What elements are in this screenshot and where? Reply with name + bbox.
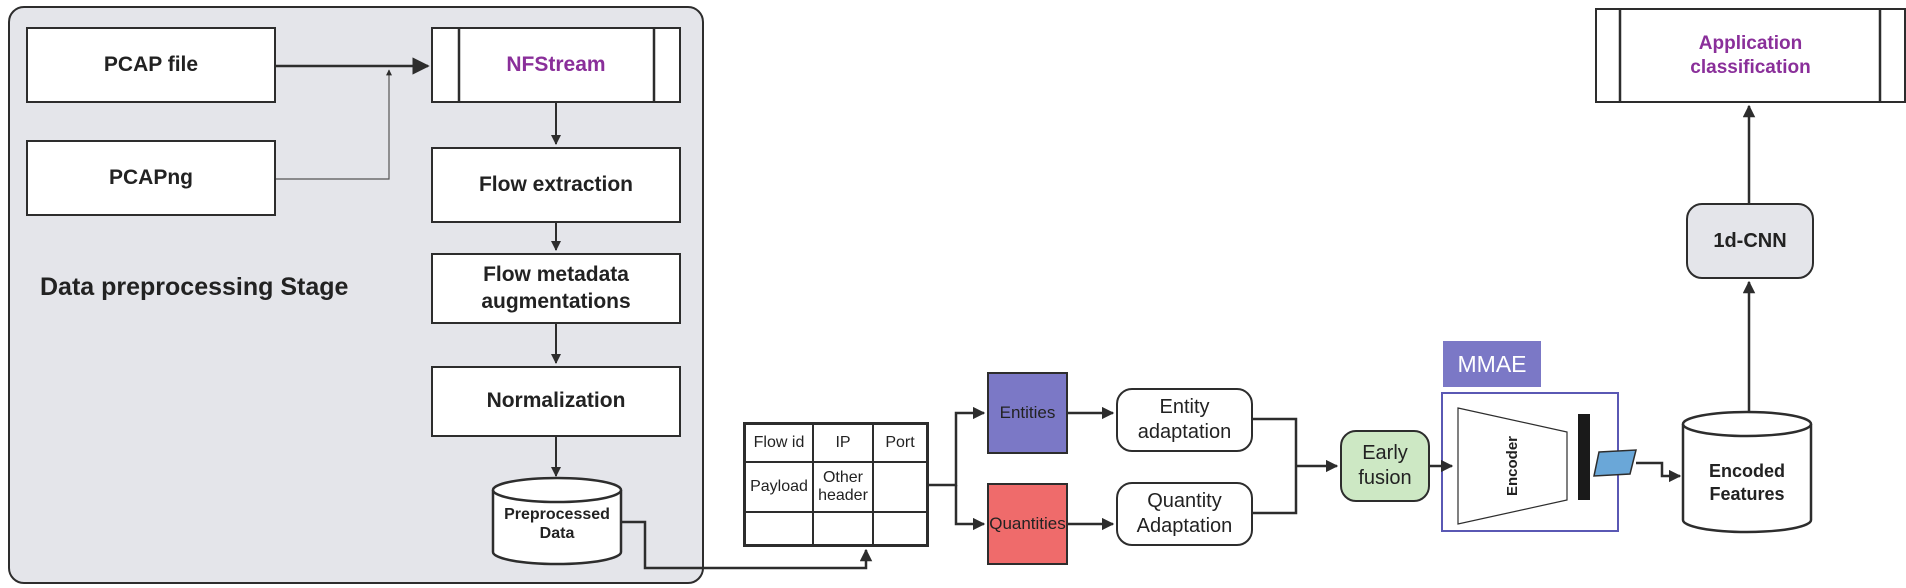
encoded-features-label: Encoded Features [1708, 461, 1785, 504]
arrow-preprocessed-table [621, 520, 873, 570]
table-cell [745, 512, 813, 545]
normalization-box: Normalization [431, 366, 681, 437]
flow-extraction-box: Flow extraction [431, 147, 681, 223]
pcap-file-box: PCAP file [26, 27, 276, 103]
mmae-tag: MMAE [1443, 341, 1541, 387]
bottleneck-bar [1578, 414, 1590, 500]
encoder-label: Encoder [1504, 436, 1521, 496]
table-cell: Flow id [745, 424, 813, 462]
table-cell [813, 512, 873, 545]
encoder-trapezoid [1457, 407, 1568, 525]
early-fusion-box: Early fusion [1340, 430, 1430, 502]
arrow-pcapng-nfstream [276, 69, 392, 180]
preprocessed-data-label: Preprocessed Data [504, 506, 610, 543]
stage-label: Data preprocessing Stage [40, 273, 349, 301]
flow-metadata-box: Flow metadata augmentations [431, 253, 681, 324]
line-entity-to-fusion [1253, 417, 1298, 466]
arrow-table-quantities [954, 485, 986, 531]
nfstream-box: NFStream [431, 27, 681, 103]
nfstream-label: NFStream [506, 52, 606, 76]
pcapng-box: PCAPng [26, 140, 276, 216]
entity-adaptation-box: Entity adaptation [1116, 388, 1253, 452]
table-cell: Payload [745, 462, 813, 512]
table-cell [873, 462, 927, 512]
arrow-mmae-encoded [1636, 461, 1682, 483]
latent-vector [1593, 449, 1637, 477]
table-cell [873, 512, 927, 545]
arrow-table-entities [929, 406, 986, 487]
quantity-adaptation-box: Quantity Adaptation [1116, 482, 1253, 546]
preprocessed-data-cylinder [491, 476, 623, 566]
quantities-box: Quantities [987, 483, 1068, 565]
app-classification-box: Application classification [1595, 8, 1906, 103]
encoded-features-cylinder [1681, 410, 1813, 534]
table-cell: Port [873, 424, 927, 462]
flow-table: Flow id IP Port Payload Other header [743, 422, 929, 547]
entities-box: Entities [987, 372, 1068, 454]
cnn-box: 1d-CNN [1686, 203, 1814, 279]
table-cell: IP [813, 424, 873, 462]
line-quantity-to-fusion [1253, 466, 1298, 515]
table-cell: Other header [813, 462, 873, 512]
